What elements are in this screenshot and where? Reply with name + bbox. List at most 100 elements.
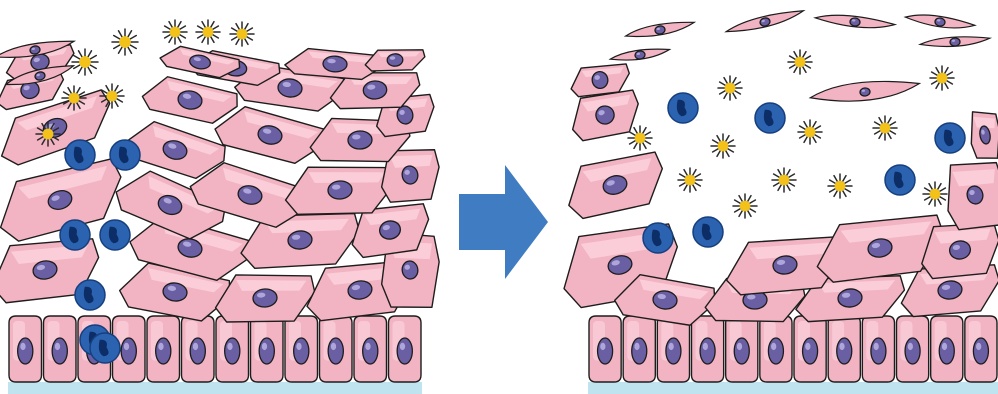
basal-cell [897, 316, 929, 382]
cytokine-ray [713, 140, 719, 144]
nucleus-highlight [331, 343, 336, 350]
cytokine-core [635, 133, 646, 144]
nucleus-icon [348, 131, 373, 150]
cytokine-ray [786, 184, 790, 190]
cytokine-ray [788, 182, 794, 186]
nucleus-highlight [55, 343, 60, 350]
cytokine-ray [834, 176, 838, 182]
cytokine-ray [198, 26, 204, 30]
cytokine-ray [879, 132, 883, 138]
cytokine-ray [804, 64, 810, 68]
cytokine-icon [196, 20, 220, 44]
immune-cell [110, 140, 140, 170]
basal-cell [726, 316, 758, 382]
basal-cell [862, 316, 894, 382]
nucleus-icon [18, 338, 33, 364]
cytokine-ray [944, 82, 948, 88]
cytokine-ray [842, 190, 846, 196]
nucleus-highlight [737, 343, 742, 350]
nucleus-highlight [400, 343, 405, 350]
nucleus-icon [190, 338, 205, 364]
nucleus-highlight [158, 343, 163, 350]
cytokine-ray [232, 36, 238, 40]
cytokine-ray [939, 188, 945, 192]
nucleus-highlight [262, 343, 267, 350]
cytokine-ray [177, 36, 181, 42]
cytokine-core [805, 127, 816, 138]
cytokine-ray [794, 52, 798, 58]
cytokine-core [203, 27, 214, 38]
cytokine-ray [734, 90, 740, 94]
cytokine-ray [79, 67, 83, 74]
basal-cell [9, 316, 42, 382]
cytokine-ray [812, 122, 816, 128]
cytokine-core [795, 57, 806, 68]
cytokine-ray [804, 56, 810, 60]
cytokine-ray [804, 136, 808, 142]
cytokine-core [79, 56, 91, 68]
cytokine-ray [814, 134, 820, 138]
cytokine-ray [925, 196, 931, 200]
cytokine-ray [727, 148, 733, 152]
cytokine-ray [642, 142, 646, 148]
cytokine-icon [930, 66, 954, 90]
cytokine-ray [179, 34, 185, 38]
cytokine-ray [804, 122, 808, 128]
flat-squamous-cell [920, 35, 990, 49]
cytokine-ray [887, 118, 891, 124]
cytokine-ray [724, 92, 728, 98]
cytokine-ray [842, 176, 846, 182]
cytokine-core [718, 141, 729, 152]
cytokine-core [685, 175, 696, 186]
cytokine-ray [932, 72, 938, 76]
cytokine-ray [725, 136, 729, 142]
cytokine-ray [246, 28, 252, 32]
nucleus-icon [803, 338, 818, 364]
cytokine-ray [802, 52, 806, 58]
nucleus-icon [52, 338, 67, 364]
cytokine-ray [90, 65, 97, 69]
nucleus-highlight [908, 343, 913, 350]
cytokine-ray [735, 200, 741, 204]
cytokine-ray [119, 47, 123, 54]
nucleus-highlight [703, 343, 708, 350]
nucleus-icon [850, 17, 861, 26]
cytokine-ray [642, 128, 646, 134]
nucleus-icon [837, 338, 852, 364]
basal-cell [251, 316, 284, 382]
cytokine-ray [725, 150, 729, 156]
cytokine-ray [800, 134, 806, 138]
nucleus-highlight [296, 343, 301, 350]
cytokine-ray [936, 68, 940, 74]
cytokine-ray [889, 122, 895, 126]
cytokine-ray [236, 24, 240, 30]
cytokine-ray [735, 208, 741, 212]
nucleus-highlight [600, 343, 605, 350]
cytokine-ray [680, 182, 686, 186]
cytokine-ray [747, 210, 751, 216]
cytokine-ray [713, 148, 719, 152]
basal-cell [44, 316, 77, 382]
basal-cell [760, 316, 792, 382]
cytokine-ray [790, 56, 796, 60]
nucleus-highlight [839, 343, 844, 350]
immune-cell [935, 123, 965, 153]
immune-cell [693, 217, 723, 247]
cytokine-ray [128, 31, 132, 38]
basal-cell [657, 316, 689, 382]
cytokine-ray [944, 68, 948, 74]
cytokine-icon [112, 29, 138, 55]
nucleus-icon [387, 53, 403, 66]
basement-membrane [8, 382, 422, 394]
cytokine-ray [929, 184, 933, 190]
cytokine-ray [790, 64, 796, 68]
flat-squamous-cell [610, 46, 671, 63]
cytokine-core [880, 123, 891, 134]
nucleus-icon [871, 338, 886, 364]
cytokine-ray [774, 174, 780, 178]
nucleus-highlight [20, 343, 25, 350]
basal-cell [354, 316, 387, 382]
squamous-cell [364, 47, 425, 73]
cytokine-core [237, 29, 248, 40]
cytokine-ray [684, 170, 688, 176]
